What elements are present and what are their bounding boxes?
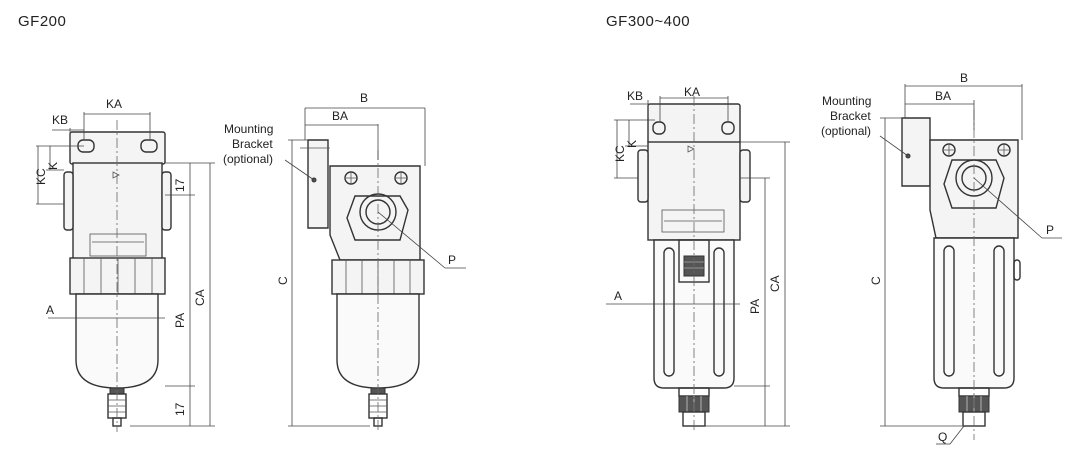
bracket-label-line2: Bracket bbox=[232, 137, 273, 151]
title-gf200: GF200 bbox=[18, 13, 66, 30]
title-gf300-400: GF300~400 bbox=[606, 13, 690, 30]
gf200-side-view: B BA C Mounting Bracket (optional) P bbox=[223, 91, 466, 432]
dim-pa-label-gf300: PA bbox=[748, 299, 762, 314]
dim-a-label-gf300: A bbox=[614, 289, 622, 303]
dim-a-label: A bbox=[46, 303, 54, 317]
dim-p-label: P bbox=[448, 253, 456, 267]
dim-ka-label: KA bbox=[106, 97, 122, 111]
dim-17-top: 17 bbox=[173, 178, 187, 192]
dim-b-label-gf300: B bbox=[960, 71, 968, 85]
dim-k-label-gf300: K bbox=[625, 140, 639, 148]
dim-q-label-gf300: Q bbox=[938, 430, 947, 444]
gf300-front-view: KA KB KC K A PA CA bbox=[606, 85, 790, 432]
dim-kb-label: KB bbox=[52, 113, 68, 127]
bracket-label-line2-gf300: Bracket bbox=[830, 109, 871, 123]
dim-ba-label-gf300: BA bbox=[935, 89, 951, 103]
dim-c-label-gf300: C bbox=[869, 276, 883, 285]
bracket-label-line1-gf300: Mounting bbox=[822, 94, 871, 108]
gf300-side-view: B BA C Mounting Bracket (optional) P Q bbox=[821, 71, 1062, 445]
dim-pa-label: PA bbox=[173, 313, 187, 328]
gf200-front-view: KA KB KC K A 17 PA CA 17 bbox=[34, 97, 215, 432]
dim-ca-label: CA bbox=[193, 289, 207, 306]
dim-kb-label-gf300: KB bbox=[627, 89, 643, 103]
dim-p-label-gf300: P bbox=[1046, 223, 1054, 237]
dim-c-label: C bbox=[276, 276, 290, 285]
dim-ca-label-gf300: CA bbox=[768, 275, 782, 292]
bracket-label-line3-gf300: (optional) bbox=[821, 124, 871, 138]
dim-ba-label: BA bbox=[332, 109, 348, 123]
dim-kc-label: KC bbox=[34, 168, 48, 185]
bracket-label-line3: (optional) bbox=[223, 152, 273, 166]
dim-kc-label-gf300: KC bbox=[613, 145, 627, 162]
dim-b-label: B bbox=[360, 91, 368, 105]
dim-ka-label-gf300: KA bbox=[684, 85, 700, 99]
dim-17-bottom: 17 bbox=[173, 402, 187, 416]
bracket-label-line1: Mounting bbox=[224, 122, 273, 136]
dim-k-label: K bbox=[46, 162, 60, 170]
